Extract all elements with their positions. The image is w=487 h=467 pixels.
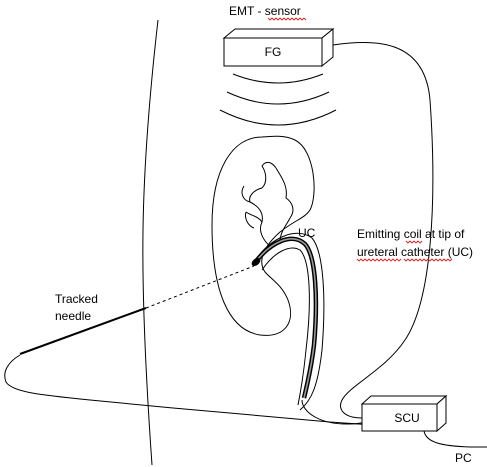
scu-box: SCU bbox=[360, 394, 448, 433]
coil-text-ureteral: ureteral bbox=[357, 245, 398, 259]
pc-cable bbox=[423, 430, 487, 448]
sensor-spellcheck-underline bbox=[267, 17, 307, 21]
field-generator-box: FG bbox=[222, 27, 335, 68]
fg-label: FG bbox=[265, 45, 282, 59]
needle-label-line1: Tracked bbox=[55, 292, 98, 306]
emitting-coil bbox=[251, 257, 261, 267]
uc-label: UC bbox=[298, 226, 316, 240]
coil-annotation-line2: ureteral catheter (UC) bbox=[357, 245, 473, 259]
coil-text-uc: (UC) bbox=[444, 245, 473, 259]
ureteral-catheter bbox=[252, 236, 319, 399]
kidney-outline bbox=[211, 135, 315, 336]
coil-text-emitting: Emitting bbox=[357, 227, 404, 241]
field-wave-3 bbox=[219, 109, 337, 126]
tracked-needle bbox=[19, 307, 147, 355]
field-wave-1 bbox=[232, 73, 324, 84]
title-part-sensor: sensor bbox=[265, 4, 301, 18]
lower-body-outline bbox=[4, 354, 373, 426]
needle-trajectory bbox=[145, 265, 255, 309]
field-waves bbox=[219, 73, 337, 126]
ureteral-catheter-core bbox=[253, 238, 317, 399]
pc-label: PC bbox=[455, 451, 472, 465]
fg-cable bbox=[332, 41, 434, 419]
coil-text-catheter: catheter bbox=[401, 245, 444, 259]
needle-label-line2: needle bbox=[55, 309, 91, 323]
ureter-outline bbox=[253, 232, 325, 411]
coil-text-at-tip: at tip of bbox=[422, 227, 465, 241]
scu-label: SCU bbox=[394, 411, 419, 425]
coil-annotation-line1: Emitting coil at tip of bbox=[357, 227, 465, 241]
body-outline bbox=[142, 19, 159, 466]
title-label: EMT - sensor bbox=[229, 4, 301, 18]
coil-text-coil: coil bbox=[404, 227, 422, 241]
coil-spellcheck-underline bbox=[405, 240, 423, 244]
title-part-emt: EMT - bbox=[229, 4, 265, 18]
field-wave-2 bbox=[226, 91, 330, 105]
catheter-spellcheck-underline bbox=[403, 258, 453, 262]
ureteral-spellcheck-underline bbox=[356, 258, 402, 262]
